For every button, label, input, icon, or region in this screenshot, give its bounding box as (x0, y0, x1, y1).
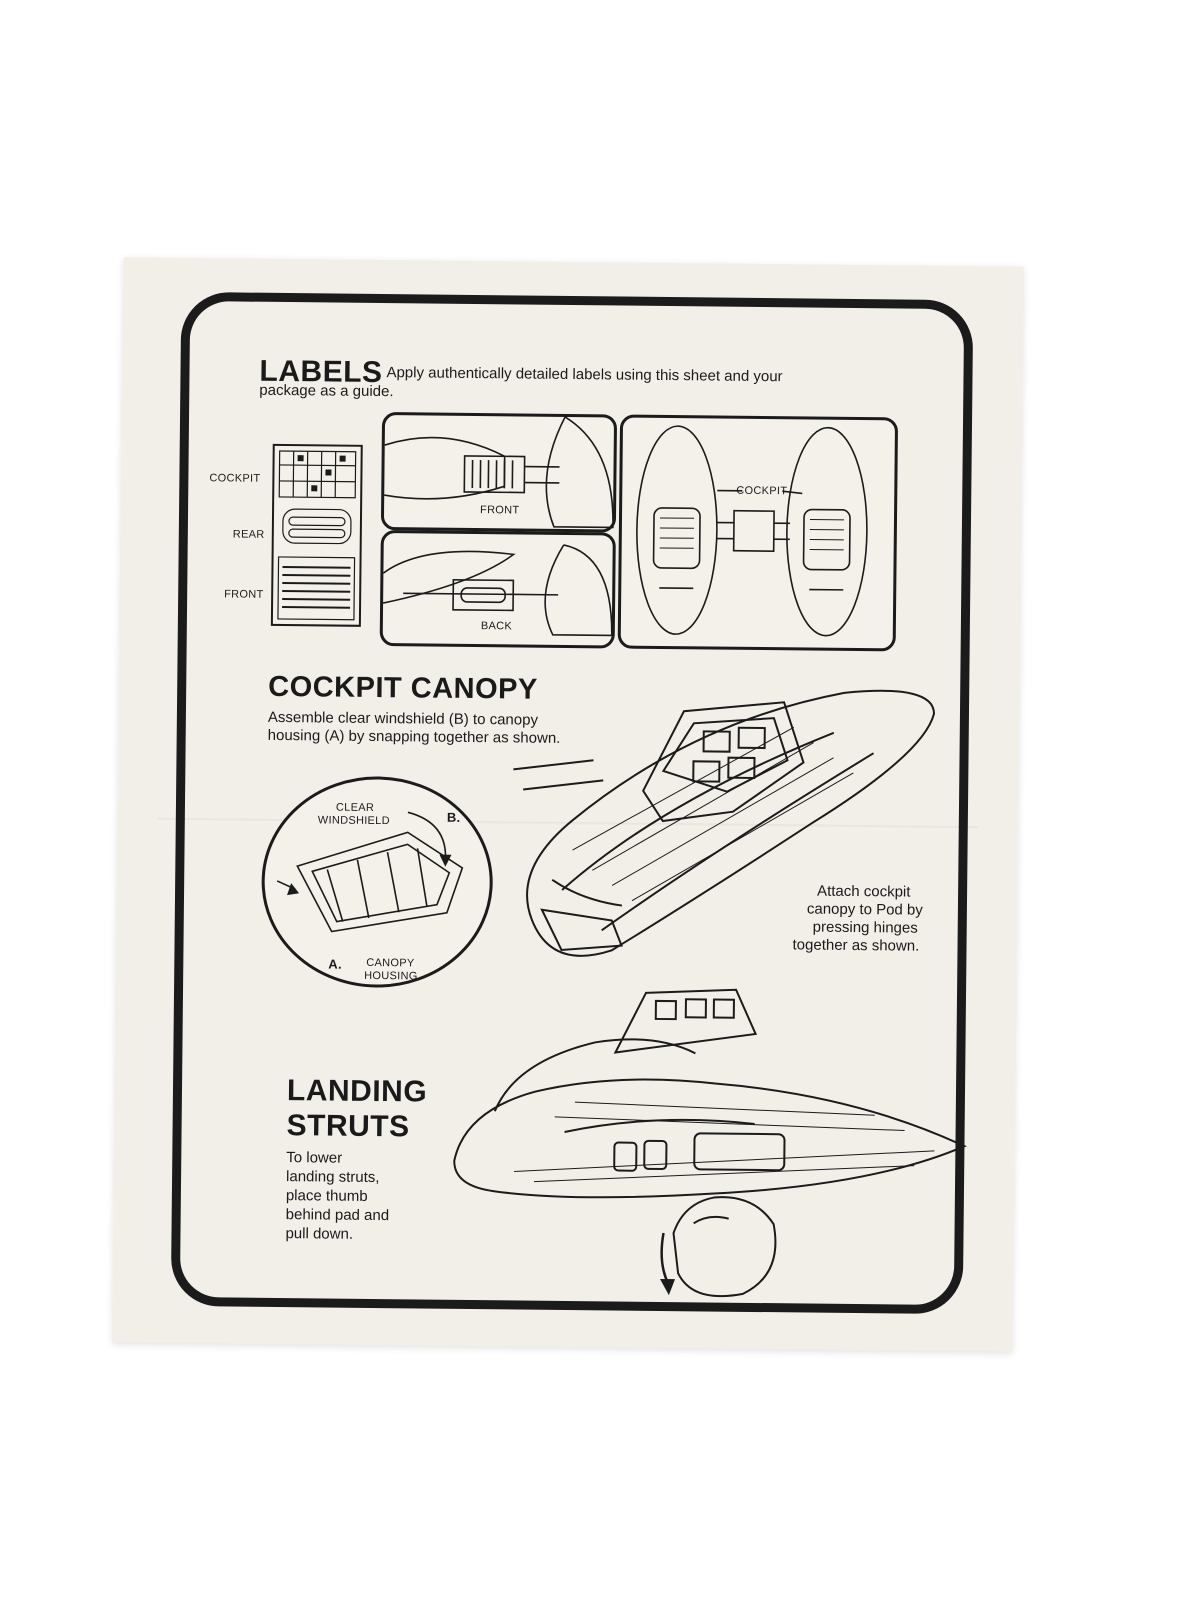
pod-canopy-illustration (513, 689, 935, 957)
cockpit-view-panel: COCKPIT (617, 414, 899, 652)
instruction-sheet: LABELS Apply authentically detailed labe… (112, 257, 1024, 1352)
canopy-text-line1: Assemble clear windshield (B) to canopy (267, 708, 539, 729)
canopy-assembly-circle (261, 776, 493, 988)
clear-windshield-label-1: CLEAR (335, 801, 375, 814)
attach-text-line1: Attach cockpit (817, 882, 911, 901)
sticker-label-cockpit: COCKPIT (209, 472, 261, 485)
sticker-label-front: FRONT (224, 588, 264, 601)
attach-text-line2: canopy to Pod by (806, 900, 923, 919)
canopy-heading: COCKPIT CANOPY (268, 670, 539, 706)
landing-struts-illustration (453, 988, 967, 1298)
attach-text-line3: pressing hinges (812, 918, 918, 937)
struts-text-line5: pull down. (285, 1225, 354, 1243)
back-view-illustration (382, 544, 613, 637)
struts-text-line1: To lower (286, 1149, 343, 1167)
front-view-label: FRONT (480, 504, 520, 517)
struts-heading-line2: STRUTS (286, 1109, 410, 1144)
struts-text-line3: place thumb (285, 1187, 368, 1205)
sticker-label-rear: REAR (232, 528, 265, 541)
struts-text-line4: behind pad and (285, 1206, 390, 1225)
back-view-panel: BACK (379, 530, 616, 649)
cockpit-view-label: COCKPIT (736, 484, 788, 498)
back-view-label: BACK (480, 620, 513, 633)
struts-heading-line1: LANDING (286, 1074, 428, 1109)
front-view-panel: FRONT (380, 412, 618, 533)
attach-text-line4: together as shown. (792, 936, 920, 955)
canopy-housing-label-2: HOUSING (364, 969, 418, 983)
cockpit-view-illustration (636, 425, 868, 637)
struts-text-line2: landing struts, (285, 1168, 380, 1187)
clear-windshield-label-2: WINDSHIELD (317, 814, 390, 828)
canopy-housing-label-1: CANOPY (366, 956, 415, 970)
sticker-sheet-illustration (270, 443, 363, 627)
labels-text-line2: package as a guide. (259, 381, 394, 401)
letter-b: B. (446, 809, 461, 825)
front-view-illustration (384, 416, 614, 529)
letter-a: A. (328, 956, 343, 972)
